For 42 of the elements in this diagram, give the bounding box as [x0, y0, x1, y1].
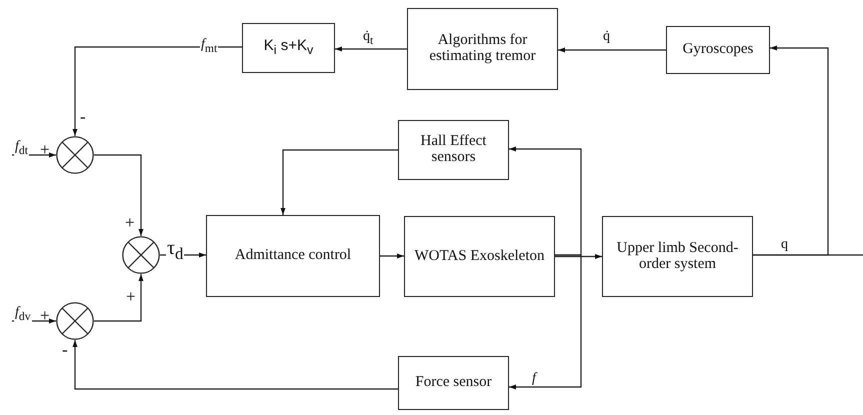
block-label: K$_{i}$ s+K$_{v}$	[264, 38, 314, 58]
arrow	[280, 149, 398, 215]
block-label: Force sensor	[415, 375, 492, 391]
arrow	[555, 254, 602, 260]
arrow	[558, 47, 666, 53]
sign-label: -	[80, 108, 86, 125]
block-box	[398, 356, 509, 410]
arrow	[509, 146, 582, 256]
signal-label: q̇$_{t}$	[362, 30, 374, 46]
arrow	[94, 154, 144, 236]
arrow	[94, 274, 144, 322]
block-box	[407, 8, 558, 90]
signal-label: f$_{dv}$	[14, 306, 32, 322]
arrow	[509, 254, 582, 390]
arrow	[72, 46, 242, 136]
block-box	[602, 216, 753, 297]
sign-label: -	[62, 341, 68, 358]
block-label: Algorithms for estimating tremor	[428, 33, 537, 65]
arrow	[12, 318, 56, 324]
block-box	[404, 216, 555, 297]
signal-label: q̇	[602, 30, 611, 44]
block-label: WOTAS Exoskeleton	[414, 248, 545, 264]
arrow	[12, 152, 56, 158]
block-label: Gyroscopes	[682, 42, 754, 58]
block-label: Upper limb Second-order system	[616, 240, 740, 272]
block-label: Hall Effect sensors	[420, 134, 488, 166]
signal-label: q	[780, 238, 789, 252]
block-label: Admittance control	[234, 248, 352, 264]
signal-label: f$_{dt}$	[14, 140, 29, 156]
block-box	[666, 26, 770, 74]
signal-label: f	[531, 372, 537, 386]
sign-label: +	[125, 214, 135, 231]
arrow	[72, 340, 398, 390]
sign-label: +	[126, 288, 136, 305]
signal-label: f$_{mt}$	[200, 38, 218, 54]
arrow	[335, 46, 407, 52]
sign-label: +	[40, 141, 50, 158]
block-box	[242, 23, 335, 73]
block-box	[398, 120, 509, 180]
block-box	[206, 215, 380, 297]
sign-label: +	[40, 307, 50, 324]
arrow	[380, 253, 404, 259]
